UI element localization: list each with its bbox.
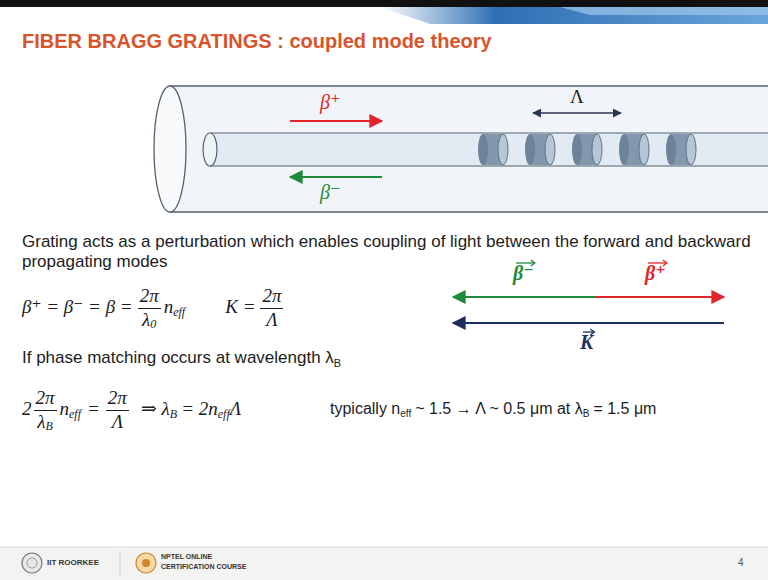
fiber-core	[210, 133, 768, 166]
vector-label: K	[580, 331, 593, 354]
equation-text: 2	[22, 398, 32, 420]
equation-text: Λ	[230, 398, 241, 420]
fiber-cladding	[170, 86, 768, 212]
period-arrow	[533, 112, 621, 114]
beta-plus-vector	[596, 296, 724, 298]
equation-text: K =	[225, 296, 255, 318]
iit-logo	[22, 553, 42, 573]
header-band	[560, 7, 768, 15]
subscript: eff	[69, 408, 81, 422]
fiber-illustration	[154, 86, 768, 212]
equation-text: 2π	[140, 285, 159, 307]
vector-label: β⁺	[645, 262, 666, 285]
mode-label: β⁺	[320, 91, 341, 114]
grating-plane	[525, 134, 555, 165]
subscript: B	[170, 408, 177, 422]
description-text: If phase matching occurs at wavelength λ	[22, 348, 334, 368]
vector-label: β⁻	[513, 262, 534, 285]
equation-text: n	[60, 398, 70, 420]
slide-title: FIBER BRAGG GRATINGS : coupled mode theo…	[22, 30, 492, 53]
equation-text: Λ	[266, 309, 277, 331]
note-text: ~ 1.5 → Λ ~ 0.5 μm at λ	[415, 400, 583, 418]
nptel-logo	[142, 559, 150, 567]
grating-plane	[619, 134, 649, 165]
grating-plane-face	[619, 134, 629, 165]
grating-vector	[453, 322, 724, 324]
subscript: B	[334, 357, 341, 370]
grating-plane-face	[592, 134, 602, 165]
fraction-bar	[34, 410, 57, 411]
footer-text: IIT ROORKEE	[47, 558, 99, 567]
grating-plane-face	[666, 134, 676, 165]
subscript: eff	[173, 306, 185, 320]
fraction-bar	[260, 308, 283, 309]
header-band	[380, 7, 768, 24]
fraction-bar	[138, 308, 161, 309]
top-border	[0, 0, 768, 7]
core-edge	[210, 165, 768, 166]
mode-label: β⁻	[320, 181, 341, 204]
subscript: B	[45, 420, 52, 434]
grating-plane-face	[498, 134, 508, 165]
cladding-edge	[170, 85, 768, 86]
footer-text: NPTEL ONLINE	[161, 553, 212, 561]
equation-text: β⁺ = β⁻ = β =	[22, 296, 133, 318]
note-text: = 1.5 μm	[593, 400, 656, 418]
grating-planes	[478, 134, 696, 165]
period-label: Λ	[570, 86, 584, 108]
cladding-end	[154, 86, 186, 212]
equation-text: 2π	[108, 387, 127, 409]
footer-divider	[120, 551, 121, 576]
grating-plane-face	[639, 134, 649, 165]
iit-logo	[27, 558, 37, 568]
grating-plane-face	[686, 134, 696, 165]
core-edge	[210, 132, 768, 133]
nptel-logo	[136, 553, 156, 573]
equation-text: 2π	[262, 285, 281, 307]
core-end	[203, 133, 217, 166]
grating-plane	[478, 134, 508, 165]
vector-overarrows	[516, 260, 667, 335]
grating-plane-face	[525, 134, 535, 165]
note-text: typically n	[330, 400, 400, 418]
footer-text: CERTIFICATION COURSE	[161, 563, 246, 571]
equation-text: n	[164, 296, 174, 318]
backward-mode-arrow	[290, 176, 382, 178]
equation-text: λ	[142, 309, 150, 331]
forward-mode-arrow	[290, 120, 382, 122]
grating-plane-face	[478, 134, 488, 165]
grating-plane-face	[572, 134, 582, 165]
grating-plane-face	[545, 134, 555, 165]
equation-text: Λ	[112, 411, 123, 433]
beta-minus-vector	[453, 296, 596, 298]
subscript: 0	[150, 318, 156, 332]
page-number: 4	[738, 557, 744, 569]
subscript: eff	[400, 408, 411, 420]
footer-band	[0, 547, 768, 580]
equation-text: = 2n	[181, 398, 218, 420]
cladding-edge	[170, 211, 768, 212]
equation-text: =	[87, 398, 100, 420]
equation-text: 2π	[36, 387, 55, 409]
grating-plane	[572, 134, 602, 165]
subscript: eff	[218, 408, 230, 422]
subscript: B	[583, 408, 590, 420]
fraction-bar	[106, 410, 129, 411]
grating-plane	[666, 134, 696, 165]
equation-text: λ	[37, 411, 45, 433]
footer-rule	[0, 547, 768, 548]
equation-text: ⇒ λ	[141, 398, 170, 420]
phase-matching-vectors	[453, 297, 724, 323]
